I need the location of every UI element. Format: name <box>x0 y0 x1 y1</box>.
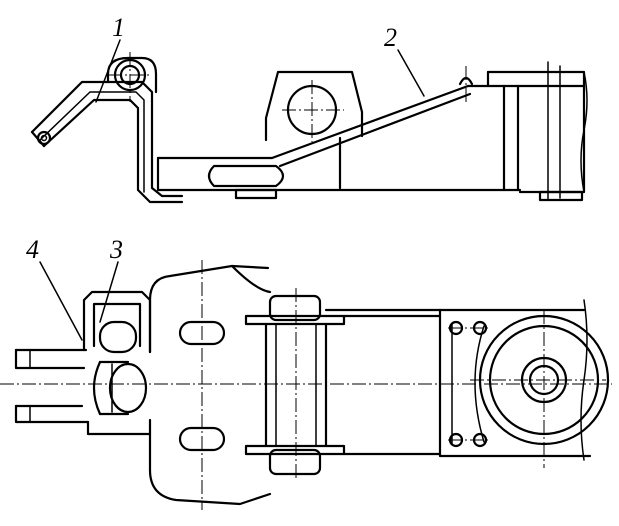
label-2: 2 <box>384 23 397 52</box>
frame-body <box>156 61 588 202</box>
plan-view <box>0 260 612 510</box>
right-housing <box>438 299 610 468</box>
clevis-fork <box>14 348 90 424</box>
axle-pin <box>244 288 346 480</box>
label-3: 3 <box>109 235 123 264</box>
main-plate <box>86 260 272 510</box>
label-4: 4 <box>26 235 39 264</box>
roller-bracket <box>82 290 152 416</box>
top-roller <box>106 52 158 102</box>
leader-lines <box>39 39 425 341</box>
beam <box>324 308 442 456</box>
hook-arm <box>30 80 184 204</box>
label-1: 1 <box>112 13 125 42</box>
side-elevation-view <box>30 52 588 204</box>
